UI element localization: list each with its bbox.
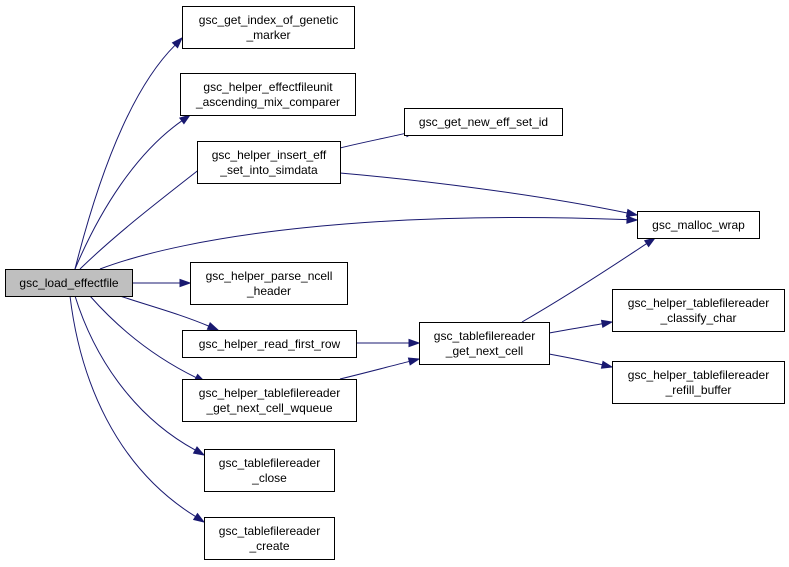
node-label-line: _create (248, 539, 289, 553)
edge-load_effectfile-to-get_index_of_genetic_marker (74, 36, 184, 270)
arrowhead (171, 36, 184, 49)
node-label-line: gsc_helper_tablefilereader (199, 386, 340, 400)
edge-tfr_get_next_cell-to-malloc_wrap (521, 237, 657, 323)
node-label-line: gsc_helper_parse_ncell (206, 269, 333, 283)
arrowhead (625, 208, 639, 218)
node-label-line: gsc_helper_effectfileunit (203, 80, 333, 94)
node-malloc-wrap[interactable]: gsc_malloc_wrap (637, 211, 760, 239)
edge-insert_eff_set-to-malloc_wrap (339, 172, 639, 218)
edge-line (74, 120, 183, 270)
edge-layer (69, 36, 657, 523)
node-classify-char[interactable]: gsc_helper_tablefilereader_classify_char (612, 289, 785, 332)
node-label-line: _ascending_mix_comparer (195, 95, 340, 109)
node-layer: gsc_load_effectfile gsc_get_index_of_gene… (5, 6, 785, 560)
node-refill-buffer[interactable]: gsc_helper_tablefilereader_refill_buffer (612, 361, 785, 404)
edge-tfr_get_next_cell-to-refill_buffer (548, 353, 614, 369)
node-label-line: _classify_char (659, 311, 736, 325)
node-box (612, 289, 785, 332)
edge-load_effectfile-to-parse_ncell_header (131, 278, 192, 288)
node-label-line: _header (246, 284, 291, 298)
edge-line (548, 323, 603, 334)
node-load-effectfile[interactable]: gsc_load_effectfile (5, 269, 133, 297)
edge-line (339, 172, 628, 214)
arrowhead (600, 319, 614, 329)
node-label-line: gsc_helper_tablefilereader (628, 296, 769, 310)
node-label-line: gsc_get_new_eff_set_id (419, 115, 548, 129)
node-label-line: _refill_buffer (665, 383, 732, 397)
node-label-line: gsc_helper_insert_eff (212, 148, 327, 162)
node-tfr-close[interactable]: gsc_tablefilereader_close (204, 449, 335, 492)
arrowhead (179, 114, 192, 125)
node-effectfileunit-ascending[interactable]: gsc_helper_effectfileunit_ascending_mix_… (180, 73, 356, 116)
node-tfr-get-next-cell[interactable]: gsc_tablefilereader_get_next_cell (419, 322, 550, 365)
node-box (190, 262, 348, 305)
edge-load_effectfile-to-read_first_row (119, 295, 220, 331)
node-box (404, 108, 563, 136)
edge-read_first_row-to-tfr_get_next_cell (356, 338, 421, 348)
arrowhead (179, 278, 192, 288)
arrowhead (407, 357, 421, 366)
node-insert-eff-set[interactable]: gsc_helper_insert_eff_set_into_simdata (197, 141, 341, 184)
node-box (180, 73, 356, 116)
edge-line (339, 360, 410, 380)
edge-line (99, 217, 628, 270)
edge-line (89, 295, 197, 379)
arrowhead (206, 322, 220, 331)
node-get-new-eff-set-id[interactable]: gsc_get_new_eff_set_id (404, 108, 563, 136)
node-label-line: _set_into_simdata (219, 163, 318, 177)
node-label-line: gsc_tablefilereader (219, 456, 320, 470)
arrowhead (192, 512, 206, 523)
node-box (204, 449, 335, 492)
arrowhead (600, 360, 614, 369)
node-box (182, 6, 355, 49)
node-read-first-row[interactable]: gsc_helper_read_first_row (182, 330, 357, 358)
node-box (204, 517, 335, 560)
edge-line (521, 243, 647, 323)
edge-load_effectfile-to-effectfileunit_ascending (74, 114, 192, 270)
node-label-line: _marker (245, 28, 290, 42)
edge-load_effectfile-to-insert_eff_set (79, 157, 216, 270)
node-label-line: gsc_get_index_of_genetic (199, 13, 338, 27)
node-box (197, 141, 341, 184)
node-label-line: gsc_malloc_wrap (652, 218, 745, 232)
node-label-line: _get_next_cell (445, 344, 523, 358)
edge-line (69, 295, 196, 518)
arrowhead (626, 215, 639, 224)
node-label-line: gsc_load_effectfile (19, 276, 119, 290)
edge-load_effectfile-to-malloc_wrap (99, 215, 639, 270)
edge-load_effectfile-to-tfr_create (69, 295, 206, 523)
edge-line (74, 295, 196, 451)
edge-line (79, 163, 207, 270)
node-get-index-of-genetic-marker[interactable]: gsc_get_index_of_genetic_marker (182, 6, 355, 49)
edge-line (119, 295, 209, 327)
node-label-line: gsc_tablefilereader (434, 329, 535, 343)
node-box (637, 211, 760, 239)
edge-get_next_cell_wqueue-to-tfr_get_next_cell (339, 357, 421, 380)
node-box (612, 361, 785, 404)
node-label-line: _close (251, 471, 287, 485)
node-parse-ncell-header[interactable]: gsc_helper_parse_ncell_header (190, 262, 348, 305)
edge-line (339, 132, 407, 149)
node-box (182, 330, 357, 358)
edge-tfr_get_next_cell-to-classify_char (548, 319, 614, 334)
node-get-next-cell-wqueue[interactable]: gsc_helper_tablefilereader_get_next_cell… (182, 379, 357, 422)
node-tfr-create[interactable]: gsc_tablefilereader_create (204, 517, 335, 560)
node-label-line: gsc_helper_tablefilereader (628, 368, 769, 382)
node-label-line: _get_next_cell_wqueue (205, 401, 332, 415)
node-label-line: gsc_tablefilereader (219, 524, 320, 538)
edge-line (74, 44, 176, 270)
arrowhead (643, 237, 657, 248)
node-box (5, 269, 133, 297)
arrowhead (192, 446, 206, 456)
node-label-line: gsc_helper_read_first_row (199, 337, 341, 351)
arrowhead (408, 338, 421, 348)
node-box (182, 379, 357, 422)
edge-line (548, 353, 603, 366)
node-box (419, 322, 550, 365)
edge-load_effectfile-to-tfr_close (74, 295, 206, 456)
